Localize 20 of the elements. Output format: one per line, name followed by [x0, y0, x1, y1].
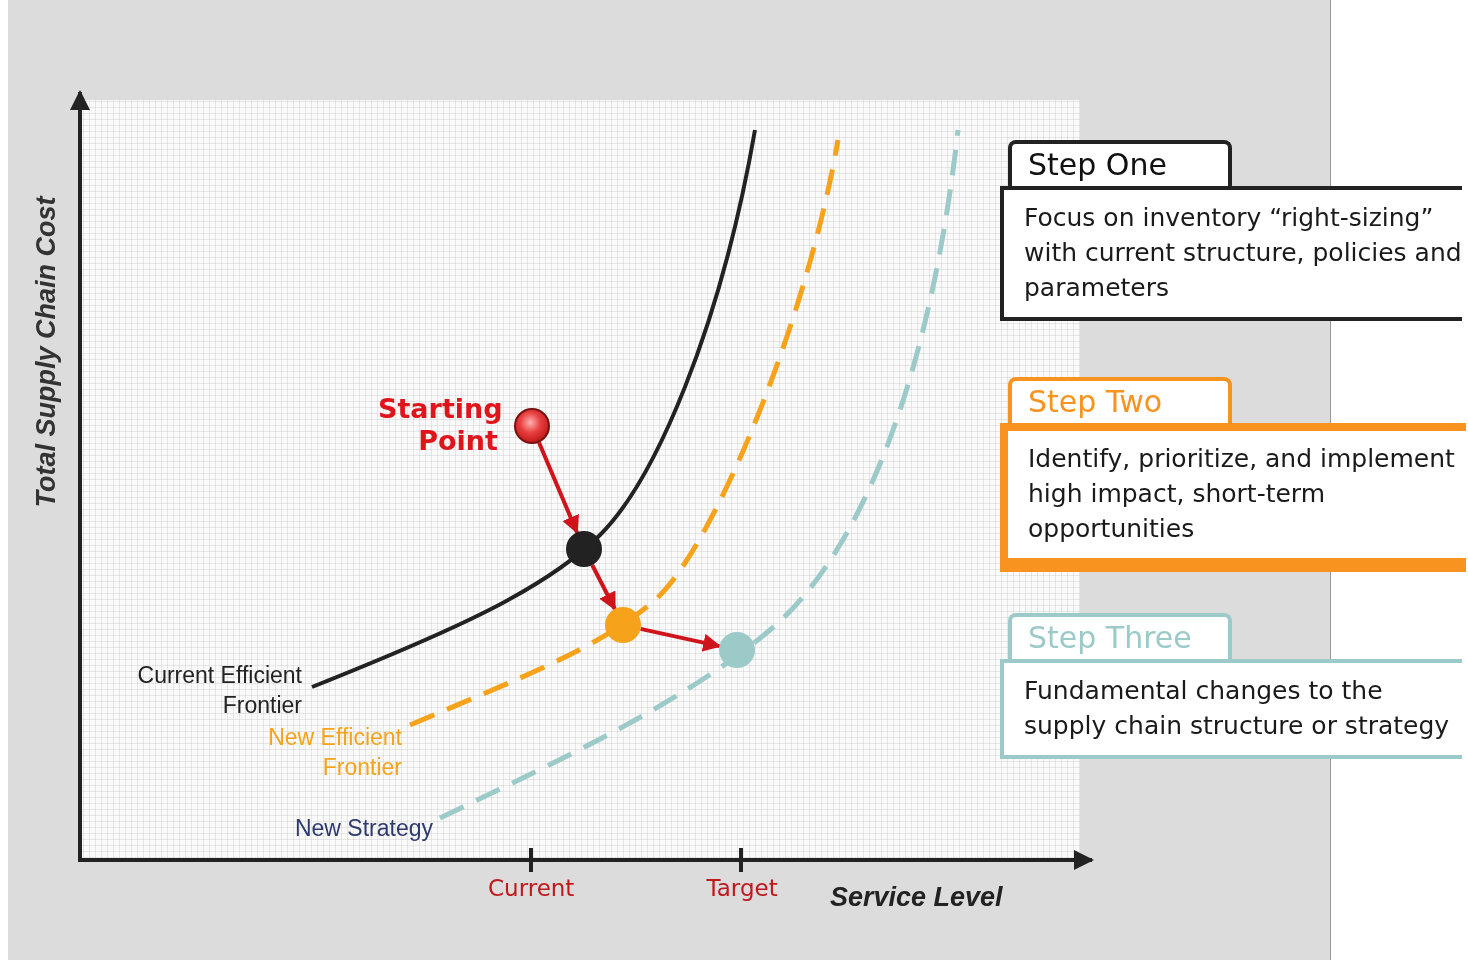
axis-title: Service Level	[830, 882, 1003, 912]
step-tab: Step Three	[1008, 613, 1232, 659]
step-tab: Step Two	[1008, 377, 1232, 423]
arrow	[537, 441, 579, 535]
point-marker	[566, 531, 602, 567]
curve-label: Current Efficient Frontier	[136, 661, 302, 720]
step-description-box: Fundamental changes to the supply chain structure or strategy	[1000, 659, 1462, 759]
step-description-box: Identify, prioritize, and implement high impact, short-term opportunities	[1000, 423, 1466, 572]
arrow	[640, 626, 722, 652]
curve-label: New Strategy	[293, 814, 433, 843]
step-description-box: Focus on inventory “right-sizing” with current structure, policies and parameters	[1000, 186, 1462, 321]
point-marker	[605, 607, 641, 643]
tick-label: Target	[706, 874, 778, 903]
curve-label: New Efficient Frontier	[267, 723, 402, 782]
step-tab: Step One	[1008, 140, 1232, 186]
starting-point-marker	[514, 408, 550, 444]
point-marker	[719, 632, 755, 668]
tick-label: Current	[488, 874, 575, 903]
axis-title: Total Supply Chain Cost	[30, 196, 60, 508]
arrow	[590, 564, 617, 611]
